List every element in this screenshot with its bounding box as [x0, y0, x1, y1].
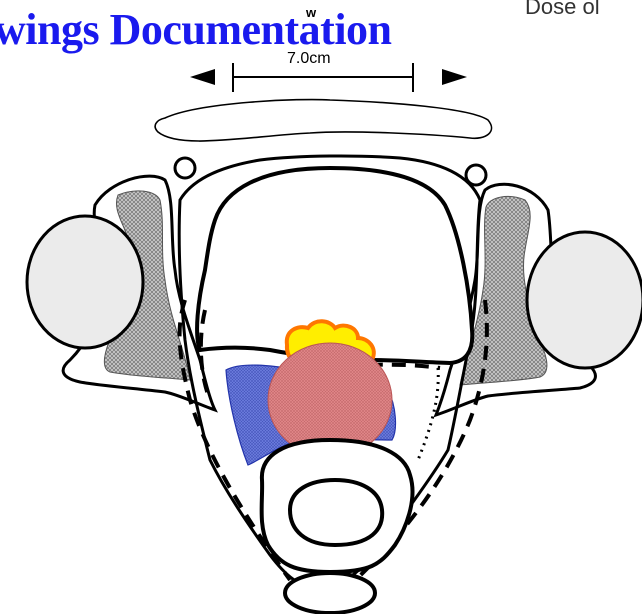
left-small-ring: [175, 158, 195, 178]
left-femoral-head: [27, 216, 143, 348]
lower-ring: [290, 480, 382, 545]
w-label: w: [306, 5, 316, 20]
body-surface-contour: [155, 100, 491, 141]
header-right-text: Dose ol: [525, 0, 600, 20]
page-title: wings Documentation: [0, 4, 392, 56]
bottom-ring: [285, 573, 375, 613]
width-label: 7.0cm: [287, 50, 331, 68]
left-arrow-head: [190, 69, 215, 85]
right-arrow-head: [442, 69, 467, 85]
right-femoral-head: [527, 232, 642, 368]
